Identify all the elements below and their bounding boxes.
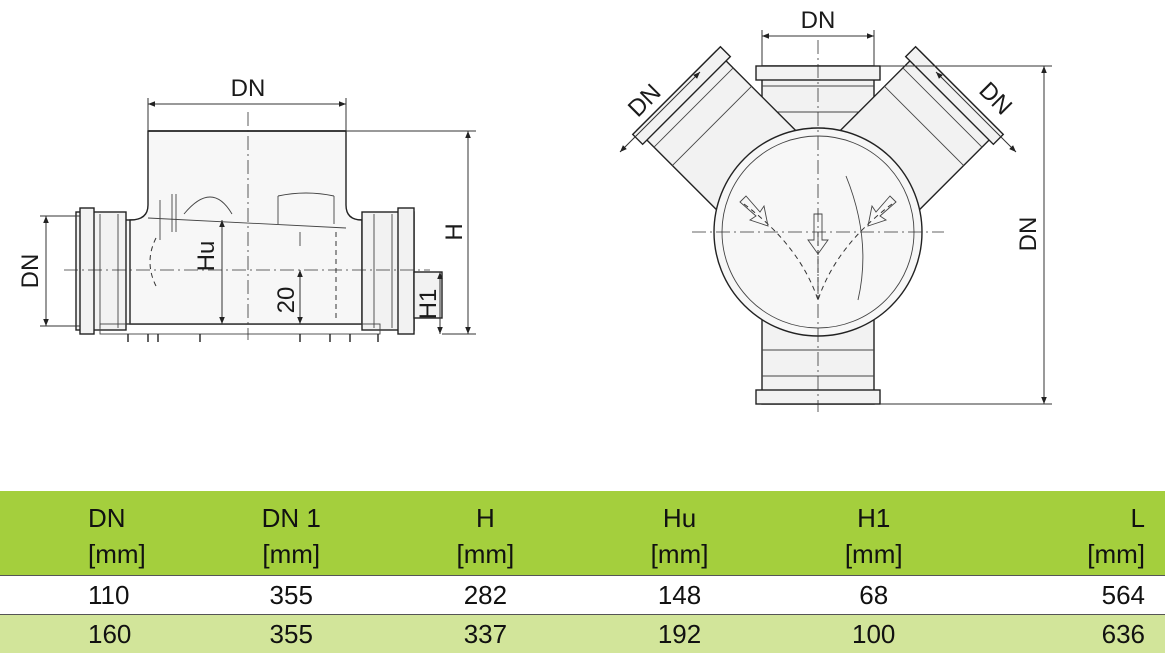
table-row: 160 355 337 192 100 636 xyxy=(0,615,1165,653)
technical-drawing: DN DN H Hu 20 H1 xyxy=(0,0,1165,490)
table-header-names: DN DN 1 H Hu H1 L xyxy=(0,491,1165,533)
cell-dn: 160 xyxy=(0,615,194,653)
dim-label-plan-dn-right: DN xyxy=(1015,217,1042,252)
unit-dn1: [mm] xyxy=(194,533,388,576)
header-l: L xyxy=(971,491,1165,533)
cell-h: 337 xyxy=(388,615,582,653)
cell-dn1: 355 xyxy=(194,615,388,653)
header-dn: DN xyxy=(0,491,194,533)
header-h: H xyxy=(388,491,582,533)
dim-label-h1: H1 xyxy=(415,289,442,320)
header-h1: H1 xyxy=(777,491,971,533)
unit-dn: [mm] xyxy=(0,533,194,576)
table-header-units: [mm] [mm] [mm] [mm] [mm] [mm] xyxy=(0,533,1165,576)
cell-h1: 68 xyxy=(777,576,971,615)
unit-h: [mm] xyxy=(388,533,582,576)
header-dn1: DN 1 xyxy=(194,491,388,533)
dimensions-table: DN DN 1 H Hu H1 L [mm] [mm] [mm] [mm] [m… xyxy=(0,491,1165,653)
cell-l: 564 xyxy=(971,576,1165,615)
cell-dn: 110 xyxy=(0,576,194,615)
unit-l: [mm] xyxy=(971,533,1165,576)
dim-label-20: 20 xyxy=(273,287,300,314)
cell-hu: 148 xyxy=(582,576,776,615)
cell-hu: 192 xyxy=(582,615,776,653)
dim-label-h: H xyxy=(441,223,468,240)
cell-h: 282 xyxy=(388,576,582,615)
plan-view: DN DN DN DN xyxy=(620,7,1052,412)
header-hu: Hu xyxy=(582,491,776,533)
unit-hu: [mm] xyxy=(582,533,776,576)
dim-label-plan-dn-top: DN xyxy=(801,7,836,34)
dim-label-hu: Hu xyxy=(193,241,220,272)
cell-l: 636 xyxy=(971,615,1165,653)
side-elevation-view: DN DN H Hu 20 H1 xyxy=(17,75,476,342)
cell-dn1: 355 xyxy=(194,576,388,615)
table-row: 110 355 282 148 68 564 xyxy=(0,576,1165,615)
unit-h1: [mm] xyxy=(777,533,971,576)
dim-label-dn-top: DN xyxy=(231,75,266,102)
cell-h1: 100 xyxy=(777,615,971,653)
dim-label-dn-left: DN xyxy=(17,254,44,289)
